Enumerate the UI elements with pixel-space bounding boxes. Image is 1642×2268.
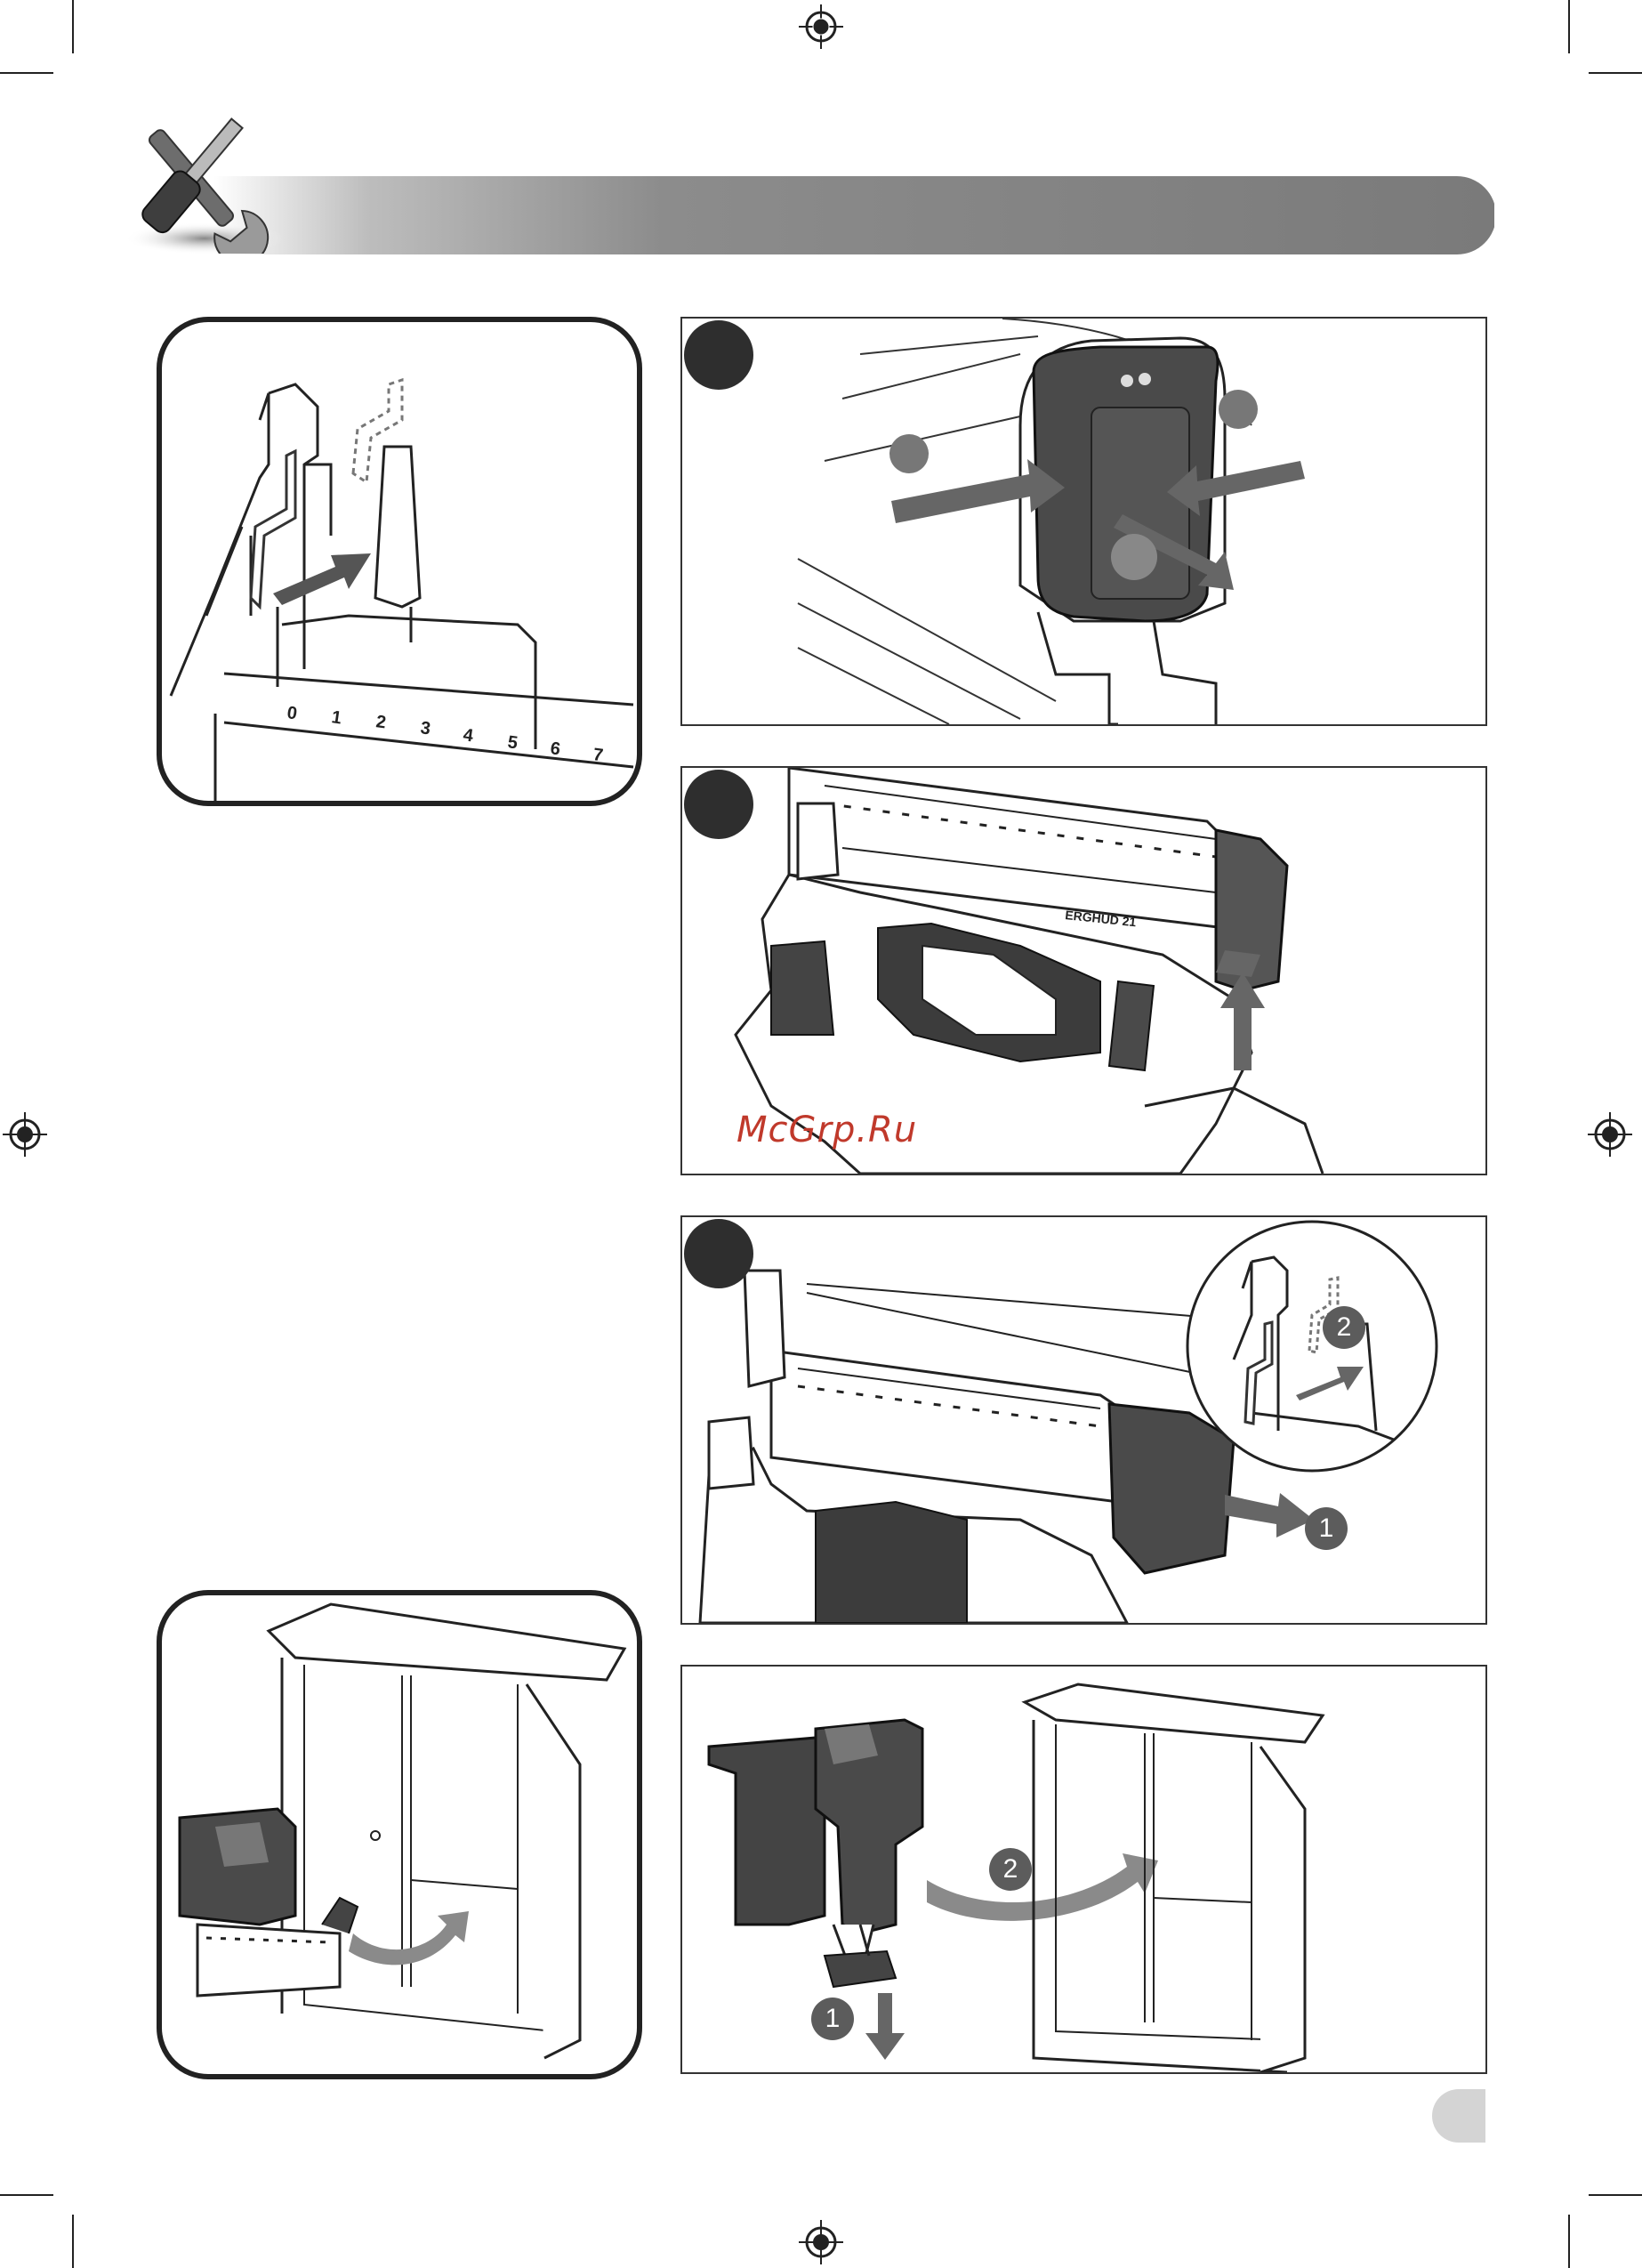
magazine-slide-illustration [682,1217,1485,1623]
registration-mark-bottom [799,2220,843,2264]
scale-label: 0 [286,703,298,723]
callout-badge: 1 [1305,1507,1348,1550]
watermark: McGrp.Ru [736,1110,917,1150]
registration-mark-right [1588,1112,1632,1157]
step-badge [684,770,753,839]
step-badge [684,320,753,390]
cabinet-icon [162,1595,637,2074]
scale-label: 6 [549,739,561,759]
step-panel-magazine-slide: 1 2 [680,1215,1487,1625]
storage-illustration [682,1667,1485,2072]
scale-label: 2 [374,712,387,732]
registration-mark-top [799,4,843,49]
callout-badge: 2 [989,1848,1032,1891]
header-bar [107,98,1494,258]
scale-label: 1 [330,707,342,728]
step-panel-battery-removal [680,317,1487,726]
magazine-latch-illustration: 0 1 2 3 4 5 6 7 [162,322,637,801]
step-badge [684,1219,753,1288]
scale-label: 3 [419,718,431,739]
page-number-tab [1432,2089,1485,2143]
battery-release-icon [682,319,1485,724]
detail-panel-magazine-latch: 0 1 2 3 4 5 6 7 [157,317,642,806]
tools-icon [111,102,271,254]
cabinet-panel [157,1590,642,2079]
callout-badge: 2 [1323,1306,1365,1349]
registration-mark-left [3,1112,47,1157]
callout-badge: 1 [811,1998,854,2040]
scale-label: 4 [462,725,475,746]
scale-label: 5 [506,732,519,753]
step-panel-storage: 1 2 [680,1665,1487,2074]
